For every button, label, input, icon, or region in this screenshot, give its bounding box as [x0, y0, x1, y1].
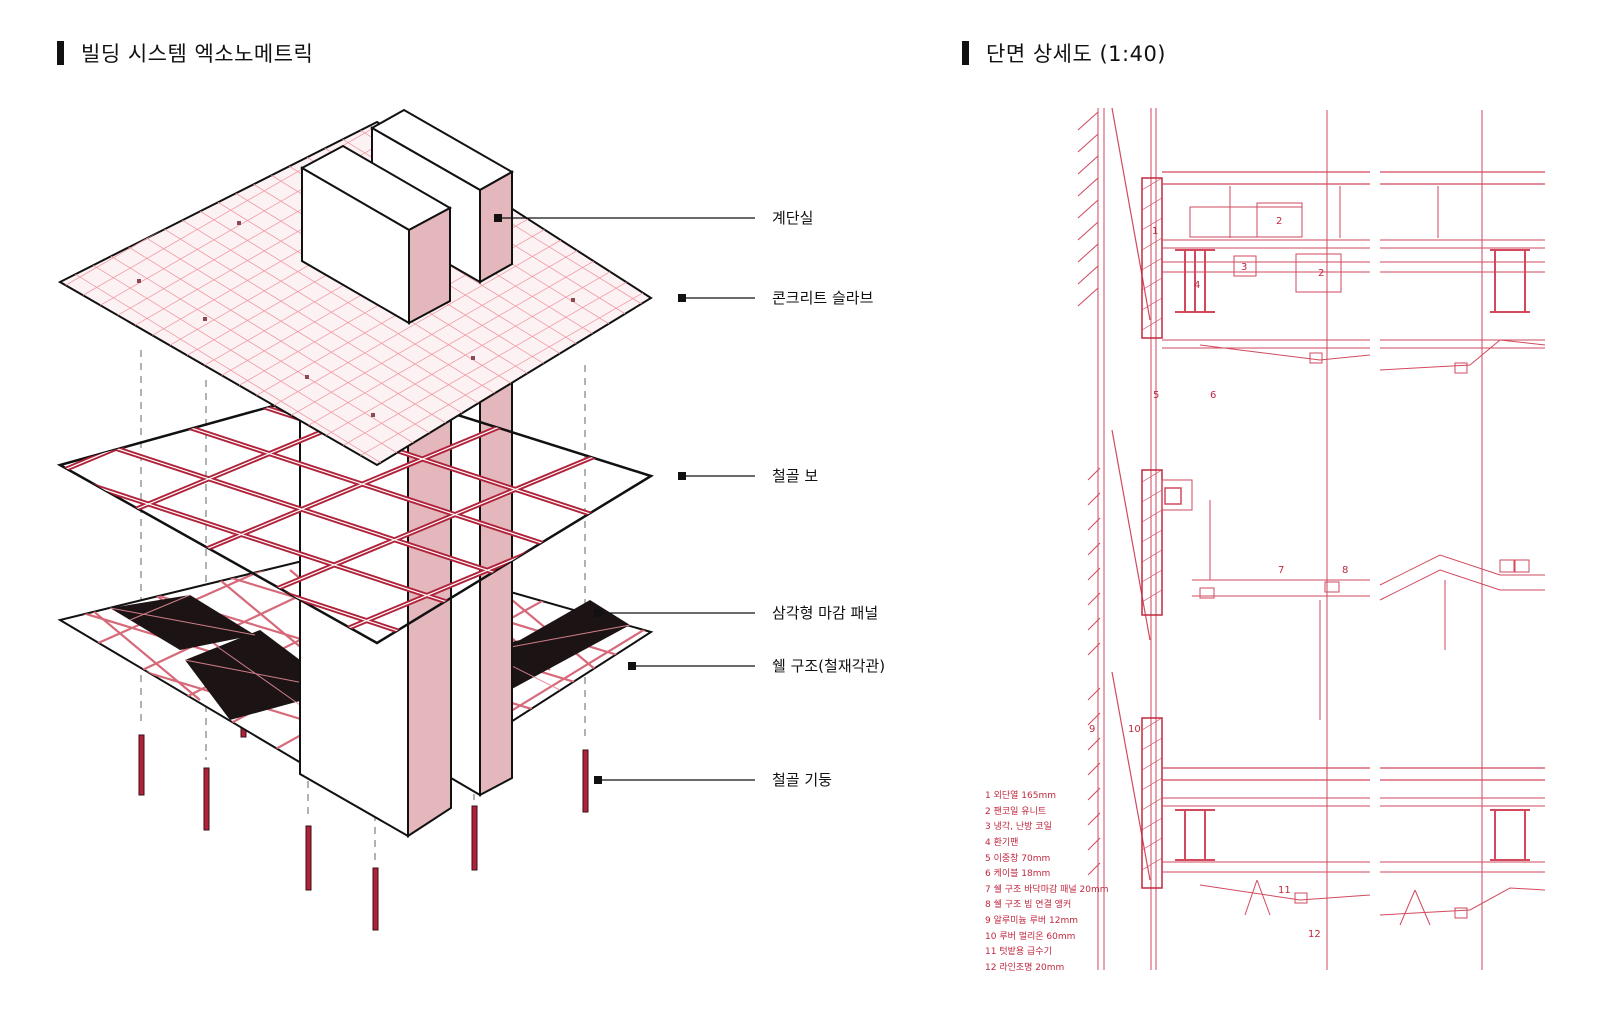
callout-column: 철골 기둥 [772, 771, 832, 789]
legend-item: 6 케이블 18mm [985, 868, 1050, 879]
legend-item: 4 환기팬 [985, 836, 1018, 848]
num-8: 8 [1342, 565, 1348, 576]
num-11: 11 [1278, 885, 1291, 896]
num-5: 5 [1153, 390, 1159, 401]
legend-item: 10 루버 멀리온 60mm [985, 930, 1075, 942]
section-legend: 1 외단열 165mm 2 팬코일 유니트 3 냉각, 난방 코일 4 환기팬 … [985, 789, 1109, 973]
stair-boxes [299, 108, 515, 325]
num-3: 3 [1241, 262, 1247, 273]
callout-leaders [498, 217, 755, 781]
legend-item: 7 쉘 구조 바닥마감 패널 20mm [985, 883, 1109, 895]
axonometric-drawing [56, 108, 655, 931]
callout-dots [494, 214, 686, 784]
callout-slab: 콘크리트 슬라브 [772, 289, 874, 307]
callout-stair: 계단실 [772, 209, 813, 227]
num-7: 7 [1278, 565, 1284, 576]
callout-labels: 계단실 콘크리트 슬라브 철골 보 삼각형 마감 패널 쉘 구조(철재각관) 철… [772, 209, 885, 789]
section-number-labels: 1 2 2 3 4 5 6 7 8 9 10 11 12 [1089, 216, 1348, 940]
num-6: 6 [1210, 390, 1216, 401]
left-panel-title: 빌딩 시스템 엑소노메트릭 [57, 38, 313, 68]
num-2a: 2 [1276, 216, 1282, 227]
legend-item: 3 냉각, 난방 코일 [985, 820, 1052, 832]
num-2b: 2 [1318, 268, 1324, 279]
right-title-text: 단면 상세도 (1:40) [986, 42, 1166, 66]
callout-beam: 철골 보 [772, 467, 818, 485]
legend-item: 8 쉘 구조 빔 연결 앵커 [985, 899, 1071, 910]
title-marker [57, 41, 64, 65]
callout-panel: 삼각형 마감 패널 [772, 604, 878, 622]
callout-shell: 쉘 구조(철재각관) [772, 657, 885, 675]
legend-item: 1 외단열 165mm [985, 789, 1056, 801]
legend-item: 11 텃밭용 급수기 [985, 946, 1052, 957]
title-marker [962, 41, 969, 65]
num-12: 12 [1308, 929, 1321, 940]
legend-item: 9 알루미늄 루버 12mm [985, 915, 1078, 926]
right-panel-title: 단면 상세도 (1:40) [962, 38, 1166, 68]
legend-item: 5 이중창 70mm [985, 853, 1050, 864]
num-10: 10 [1128, 724, 1141, 735]
core-shafts [299, 298, 513, 838]
legend-item: 12 라인조명 20mm [985, 962, 1064, 973]
legend-item: 2 팬코일 유니트 [985, 806, 1046, 817]
num-1: 1 [1152, 226, 1158, 237]
num-4: 4 [1194, 280, 1200, 291]
left-title-text: 빌딩 시스템 엑소노메트릭 [81, 42, 314, 66]
section-detail-drawing [1077, 107, 1546, 970]
num-9: 9 [1089, 724, 1095, 735]
